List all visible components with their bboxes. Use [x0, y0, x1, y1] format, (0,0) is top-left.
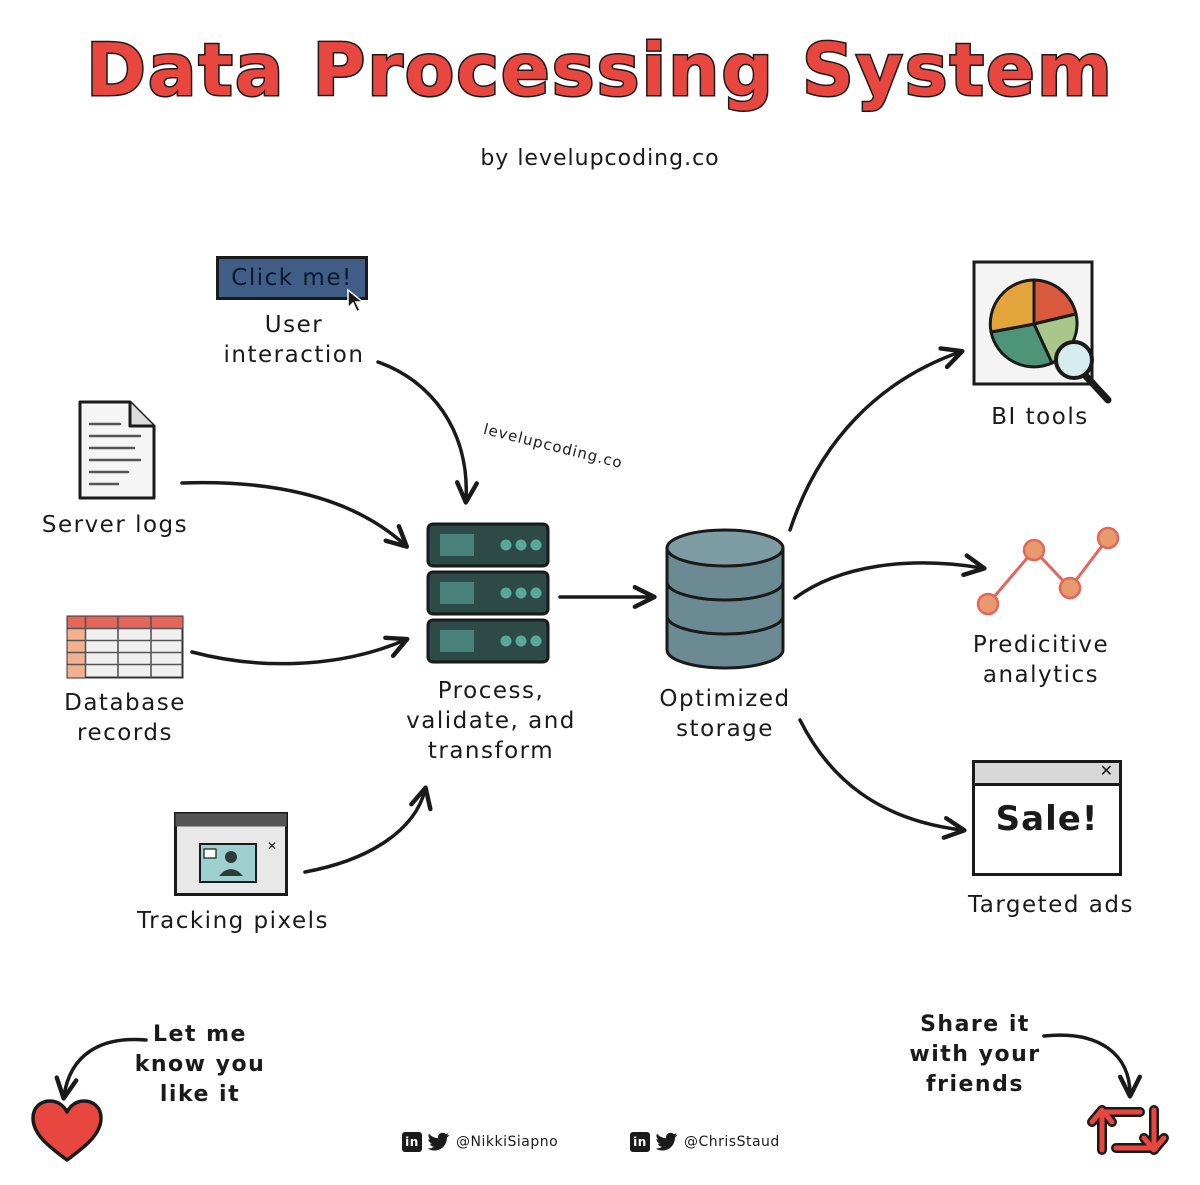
page-title: Data Processing System [85, 27, 1114, 114]
arrow-pixels-to-process [303, 785, 433, 874]
process-label: Process, validate, and transform [386, 676, 596, 766]
storage-line1: Optimized [659, 686, 791, 712]
magnifier-icon [1054, 340, 1112, 404]
process-line2: validate, and [406, 708, 576, 734]
ad-window-icon: ✕ Sale! [972, 760, 1122, 876]
database-icon [665, 528, 785, 670]
heart-icon[interactable] [30, 1098, 104, 1164]
database-records-label: Database records [30, 688, 220, 748]
close-icon: ✕ [1099, 761, 1113, 780]
database-records-line2: records [77, 720, 173, 746]
like-line3: like it [159, 1082, 241, 1107]
user-interaction-line2: interaction [223, 342, 365, 368]
like-line2: know you [134, 1052, 266, 1077]
line-chart-icon [976, 526, 1120, 616]
user-interaction-label: User interaction [204, 310, 384, 370]
handle-chris-text: @ChrisStaud [684, 1134, 780, 1150]
server-logs-label: Server logs [41, 512, 189, 538]
retweet-icon[interactable] [1087, 1100, 1169, 1160]
share-text: Share it with your friends [900, 1010, 1050, 1100]
browser-window-icon: ✕ [174, 812, 288, 896]
document-icon [78, 400, 156, 500]
share-line2: with your [909, 1042, 1041, 1067]
storage-line2: storage [676, 716, 774, 742]
cursor-icon [347, 288, 366, 314]
click-me-text: Click me! [231, 265, 353, 291]
like-line1: Let me [153, 1022, 247, 1047]
share-line3: friends [926, 1072, 1024, 1097]
handle-nikki-text: @NikkiSiapno [456, 1134, 559, 1150]
arrow-user-to-process [376, 360, 479, 505]
twitter-icon [427, 1132, 450, 1151]
arrow-logs-to-process [180, 480, 410, 549]
svg-text:✕: ✕ [267, 839, 277, 853]
arrow-storage-to-bi [788, 346, 965, 532]
predictive-label: Predicitive analytics [946, 630, 1136, 690]
process-line3: transform [427, 738, 555, 764]
handle-nikki[interactable]: in @NikkiSiapno [402, 1132, 558, 1152]
table-icon [66, 615, 184, 679]
tracking-pixels-label: Tracking pixels [137, 908, 329, 934]
arrow-storage-to-ads [798, 718, 967, 840]
subtitle: by levelupcoding.co [480, 146, 720, 171]
process-line1: Process, [437, 678, 545, 704]
user-interaction-line1: User [264, 312, 324, 338]
predictive-line1: Predicitive [972, 632, 1110, 658]
server-icon [426, 522, 550, 664]
storage-label: Optimized storage [630, 684, 820, 744]
predictive-line2: analytics [982, 662, 1100, 688]
click-me-button: Click me! [216, 256, 368, 300]
linkedin-icon: in [402, 1132, 422, 1152]
targeted-ads-label: Targeted ads [968, 892, 1134, 918]
ad-banner-text: Sale! [995, 799, 1099, 839]
like-text: Let me know you like it [130, 1020, 270, 1110]
arrow-storage-to-analytics [793, 553, 987, 600]
ad-window-titlebar: ✕ [975, 761, 1119, 786]
arrow-db-to-process [190, 635, 410, 666]
bi-tools-label: BI tools [991, 404, 1089, 430]
handle-chris[interactable]: in @ChrisStaud [630, 1132, 780, 1152]
linkedin-icon: in [630, 1132, 650, 1152]
database-records-line1: Database [64, 690, 186, 716]
share-line1: Share it [920, 1012, 1030, 1037]
twitter-icon [655, 1132, 678, 1151]
